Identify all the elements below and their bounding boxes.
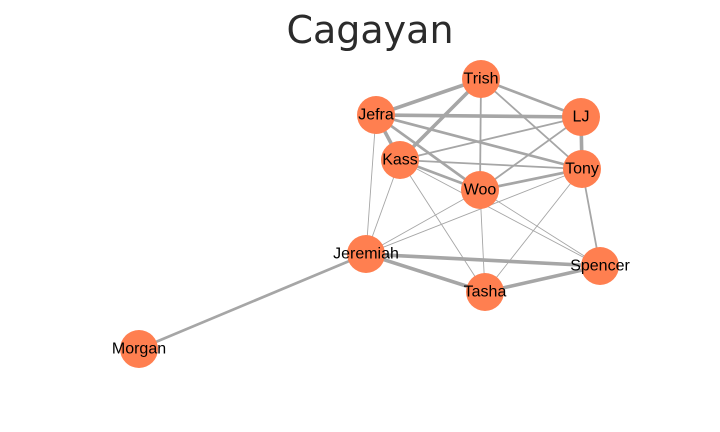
edge-trish-kass <box>398 77 483 162</box>
node-jefra: Jefra <box>357 96 395 134</box>
node-trish: Trish <box>462 60 500 98</box>
node-spencer: Spencer <box>570 247 630 285</box>
node-label: Tasha <box>464 284 507 301</box>
node-lj: LJ <box>562 98 600 136</box>
node-circle <box>357 96 395 134</box>
node-circle <box>381 141 419 179</box>
edge-lj-kass <box>399 116 582 161</box>
node-label: LJ <box>573 109 590 126</box>
edge-jeremiah-tasha <box>364 252 487 294</box>
edge-trish-tony <box>480 78 583 170</box>
edge-kass-spencer <box>399 159 601 267</box>
edge-lj-woo <box>479 116 582 191</box>
edge-tony-jeremiah <box>365 168 583 255</box>
node-tony: Tony <box>563 150 601 188</box>
node-kass: Kass <box>381 141 419 179</box>
node-label: Tony <box>565 161 599 178</box>
node-circle <box>347 235 385 273</box>
graph-title: Cagayan <box>286 8 454 52</box>
node-circle <box>563 150 601 188</box>
edge-tony-tasha <box>484 168 583 293</box>
node-circle <box>461 171 499 209</box>
edge-jefra-jeremiah <box>365 114 377 255</box>
node-morgan: Morgan <box>112 330 166 368</box>
node-woo: Woo <box>461 171 499 209</box>
node-label: Jefra <box>358 107 394 124</box>
edge-woo-jeremiah <box>365 189 481 255</box>
node-circle <box>120 330 158 368</box>
edge-jeremiah-morgan <box>137 252 368 351</box>
node-circle <box>462 60 500 98</box>
node-label: Kass <box>382 152 418 169</box>
node-label: Trish <box>464 71 499 88</box>
node-circle <box>466 273 504 311</box>
edge-woo-spencer <box>479 189 601 267</box>
edge-kass-tony <box>399 159 583 170</box>
node-circle <box>562 98 600 136</box>
node-label: Spencer <box>570 258 630 275</box>
node-circle <box>581 247 619 285</box>
node-label: Woo <box>464 182 497 199</box>
edge-kass-tasha <box>399 159 486 293</box>
node-jeremiah: Jeremiah <box>333 235 399 273</box>
edge-jeremiah-spencer <box>364 252 602 268</box>
edge-jefra-lj <box>374 113 583 119</box>
node-label: Morgan <box>112 341 166 358</box>
edge-tasha-spencer <box>483 264 602 294</box>
node-label: Jeremiah <box>333 246 399 263</box>
node-tasha: Tasha <box>464 273 507 311</box>
